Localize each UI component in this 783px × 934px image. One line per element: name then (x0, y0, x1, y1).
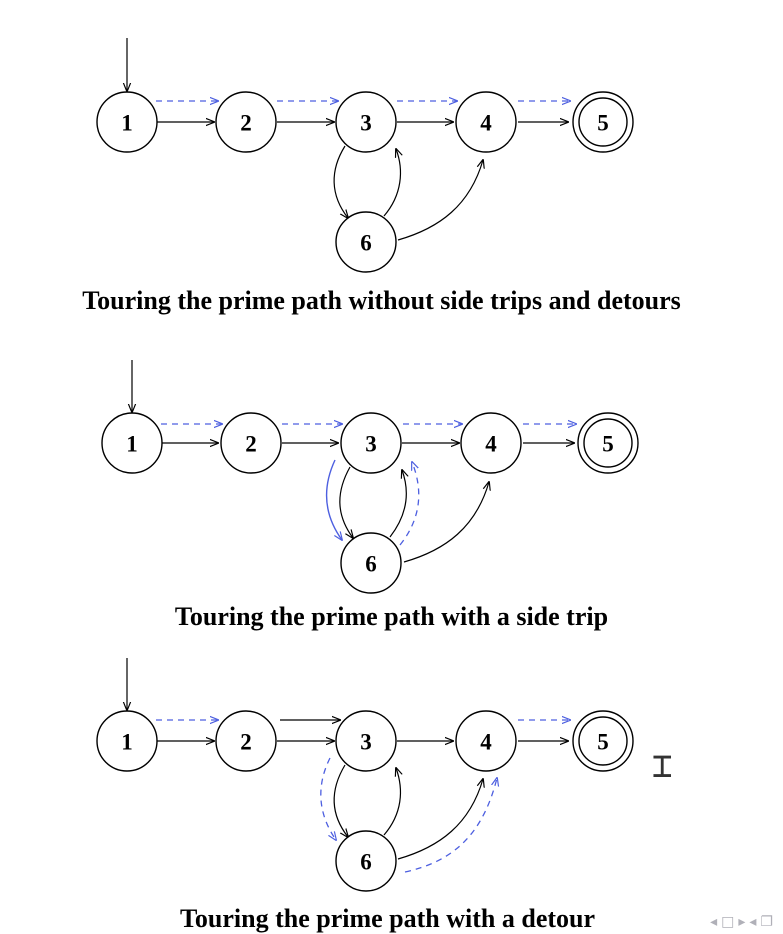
svg-text:1: 1 (121, 111, 133, 136)
diagram-3: 1 2 3 4 5 6 (96, 658, 634, 892)
caption-side-trip: Touring the prime path with a side trip (174, 602, 609, 631)
node-6: 6 (335, 211, 397, 273)
node-4: 4 (455, 710, 517, 772)
edge-6-3 (383, 149, 400, 217)
slide-navigation-icon[interactable]: ◂□▸◂❐ (710, 914, 777, 930)
node-2: 2 (215, 91, 277, 153)
node-5-final: 5 (577, 412, 639, 474)
diagram-1: 1 2 3 4 5 6 (96, 38, 634, 273)
svg-text:5: 5 (602, 432, 614, 457)
node-2: 2 (215, 710, 277, 772)
node-1: 1 (101, 412, 163, 474)
svg-text:6: 6 (365, 552, 377, 577)
node-1: 1 (96, 91, 158, 153)
caption-no-side-trips: Touring the prime path without side trip… (82, 286, 681, 315)
node-3: 3 (340, 412, 402, 474)
node-3: 3 (335, 91, 397, 153)
edge-3-6 (333, 145, 348, 218)
svg-text:6: 6 (360, 850, 372, 875)
svg-text:4: 4 (480, 111, 492, 136)
node-4: 4 (460, 412, 522, 474)
diagram-2: 1 2 3 4 5 6 (101, 360, 639, 594)
svg-text:3: 3 (360, 730, 372, 755)
svg-text:3: 3 (365, 432, 377, 457)
node-1: 1 (96, 710, 158, 772)
svg-text:2: 2 (245, 432, 257, 457)
node-6: 6 (335, 830, 397, 892)
svg-text:4: 4 (480, 730, 492, 755)
node-5-final: 5 (572, 91, 634, 153)
caption-detour: Touring the prime path with a detour (179, 904, 596, 933)
svg-text:4: 4 (485, 432, 497, 457)
edge-6-3 (383, 768, 400, 836)
edge-3-6 (339, 466, 353, 538)
text-cursor-icon: ⌶ (652, 746, 673, 786)
svg-text:1: 1 (126, 432, 138, 457)
edge-3-6 (333, 764, 348, 837)
edge-6-4 (397, 160, 483, 241)
edge-6-4 (403, 482, 489, 563)
svg-text:3: 3 (360, 111, 372, 136)
tour-3-6-sidetrip (325, 459, 342, 540)
node-5-final: 5 (572, 710, 634, 772)
edge-6-3 (389, 470, 406, 538)
node-4: 4 (455, 91, 517, 153)
svg-text:1: 1 (121, 730, 133, 755)
edge-6-4 (397, 779, 483, 860)
svg-text:2: 2 (240, 111, 252, 136)
tour-6-4-detour (404, 778, 497, 873)
tour-3-6-detour (320, 757, 336, 840)
svg-text:5: 5 (597, 111, 609, 136)
svg-text:6: 6 (360, 231, 372, 256)
svg-text:5: 5 (597, 730, 609, 755)
node-6: 6 (340, 532, 402, 594)
node-3: 3 (335, 710, 397, 772)
tour-6-3-sidetrip (399, 462, 420, 546)
svg-text:2: 2 (240, 730, 252, 755)
node-2: 2 (220, 412, 282, 474)
